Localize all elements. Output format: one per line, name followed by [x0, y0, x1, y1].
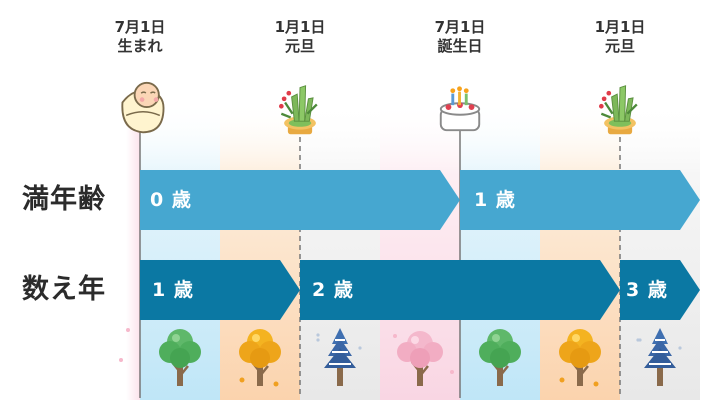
age-bar-label: 3 歳: [626, 279, 668, 301]
snowy-pine-icon: [636, 327, 683, 387]
header-new-year-2: 1月1日 元旦: [560, 18, 680, 56]
header-birth: 7月1日 生まれ: [80, 18, 200, 56]
header-event: 誕生日: [437, 37, 483, 55]
age-bar-label: 1 歳: [474, 189, 516, 211]
green-tree-icon: [478, 327, 522, 388]
header-date: 7月1日: [114, 18, 166, 36]
header-date: 1月1日: [274, 18, 326, 36]
age-bar-label: 1 歳: [152, 279, 194, 301]
row-label-kazoedoshi: 数え年: [22, 274, 106, 305]
cherry-blossom-tree-icon: [395, 329, 445, 388]
header-event: 元旦: [284, 37, 315, 55]
header-date: 1月1日: [594, 18, 646, 36]
green-tree-icon: [158, 327, 202, 388]
age-bar-label: 0 歳: [150, 189, 192, 211]
row-label-man-nenrei: 満年齢: [22, 184, 106, 215]
kadomatsu-icon: [277, 84, 318, 136]
kadomatsu-icon: [597, 84, 638, 136]
header-event: 生まれ: [117, 37, 163, 55]
header-new-year-1: 1月1日 元旦: [240, 18, 360, 56]
baby-icon: [121, 81, 165, 134]
age-bar-label: 2 歳: [312, 279, 354, 301]
header-date: 7月1日: [434, 18, 486, 36]
autumn-tree-icon: [558, 327, 602, 388]
header-birthday: 7月1日 誕生日: [400, 18, 520, 56]
header-event: 元旦: [604, 37, 635, 55]
autumn-tree-icon: [238, 327, 282, 388]
birthday-cake-icon: [439, 85, 481, 132]
snowy-pine-icon: [316, 327, 363, 387]
